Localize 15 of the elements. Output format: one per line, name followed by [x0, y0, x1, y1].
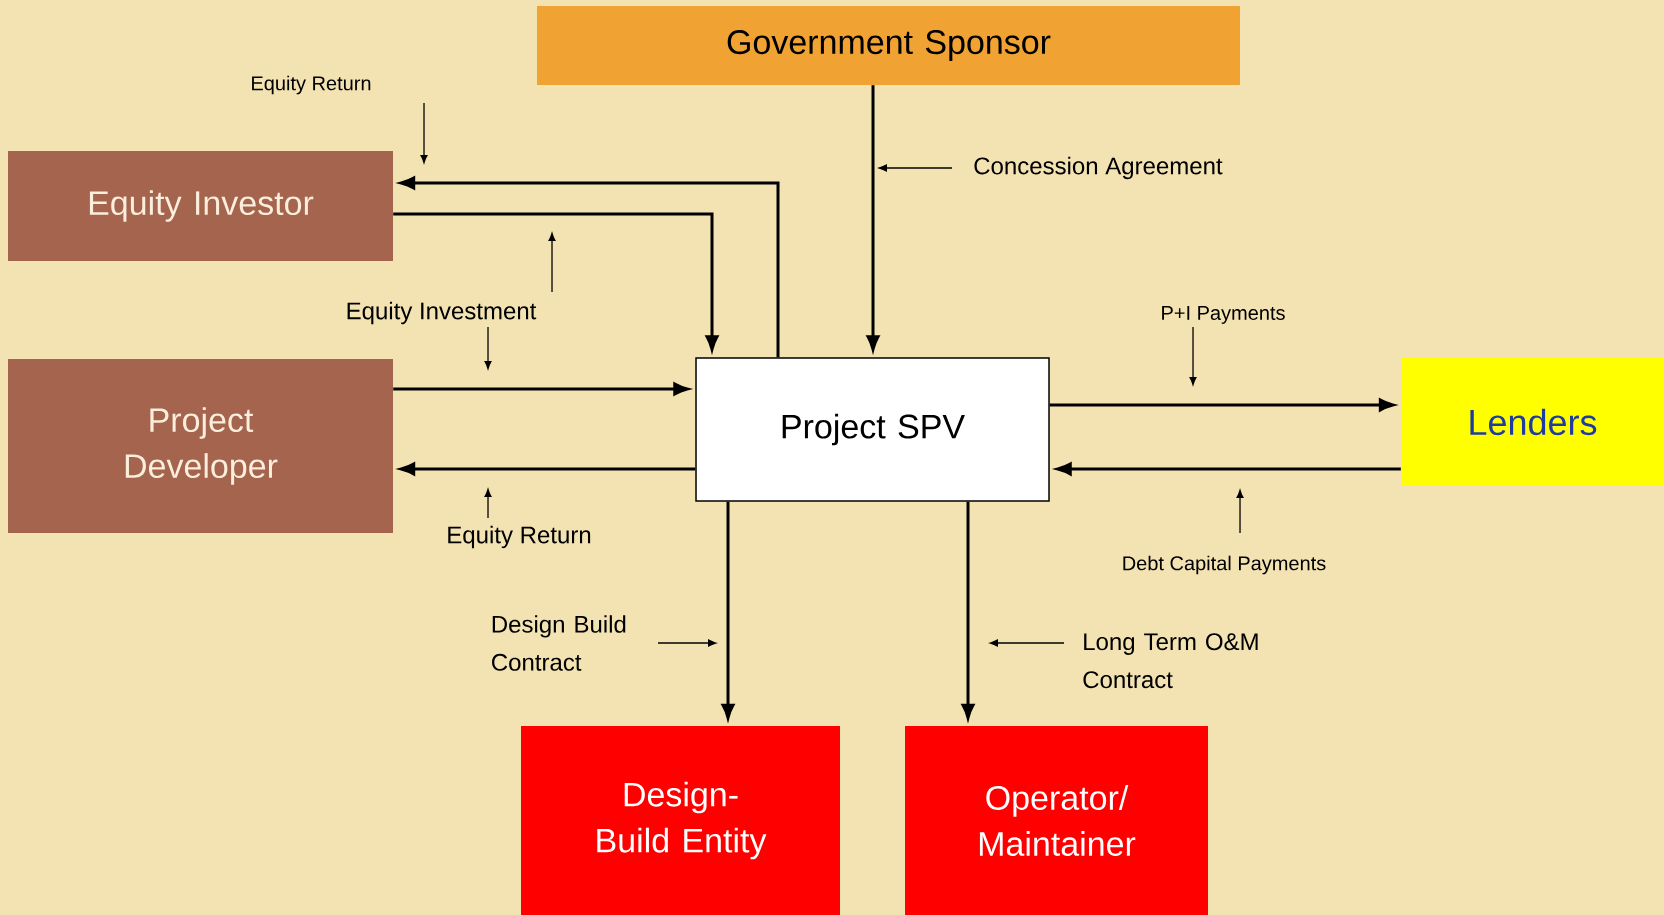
edge-label: Equity Return: [252, 75, 371, 95]
edge-label: Debt Capital Payments: [1123, 555, 1326, 575]
box: Government Sponsor: [537, 6, 1240, 85]
box: Project Developer: [8, 359, 393, 533]
box: Design-Build Entity: [521, 726, 840, 915]
box: Lenders: [1401, 358, 1664, 486]
edge-label: Design Build Contract: [492, 615, 626, 671]
edge-label: Equity Return: [448, 525, 591, 549]
edge-label: Concession Agreement: [974, 156, 1223, 180]
edge-label: Long Term O&M Contract: [1083, 633, 1258, 689]
box: Operator/ Maintainer: [905, 726, 1208, 915]
edge-label: P+I Payments: [1162, 306, 1285, 324]
box: Equity Investor: [8, 151, 393, 261]
box: Project SPV: [695, 357, 1050, 502]
edge-label: Equity Investment: [347, 301, 537, 325]
